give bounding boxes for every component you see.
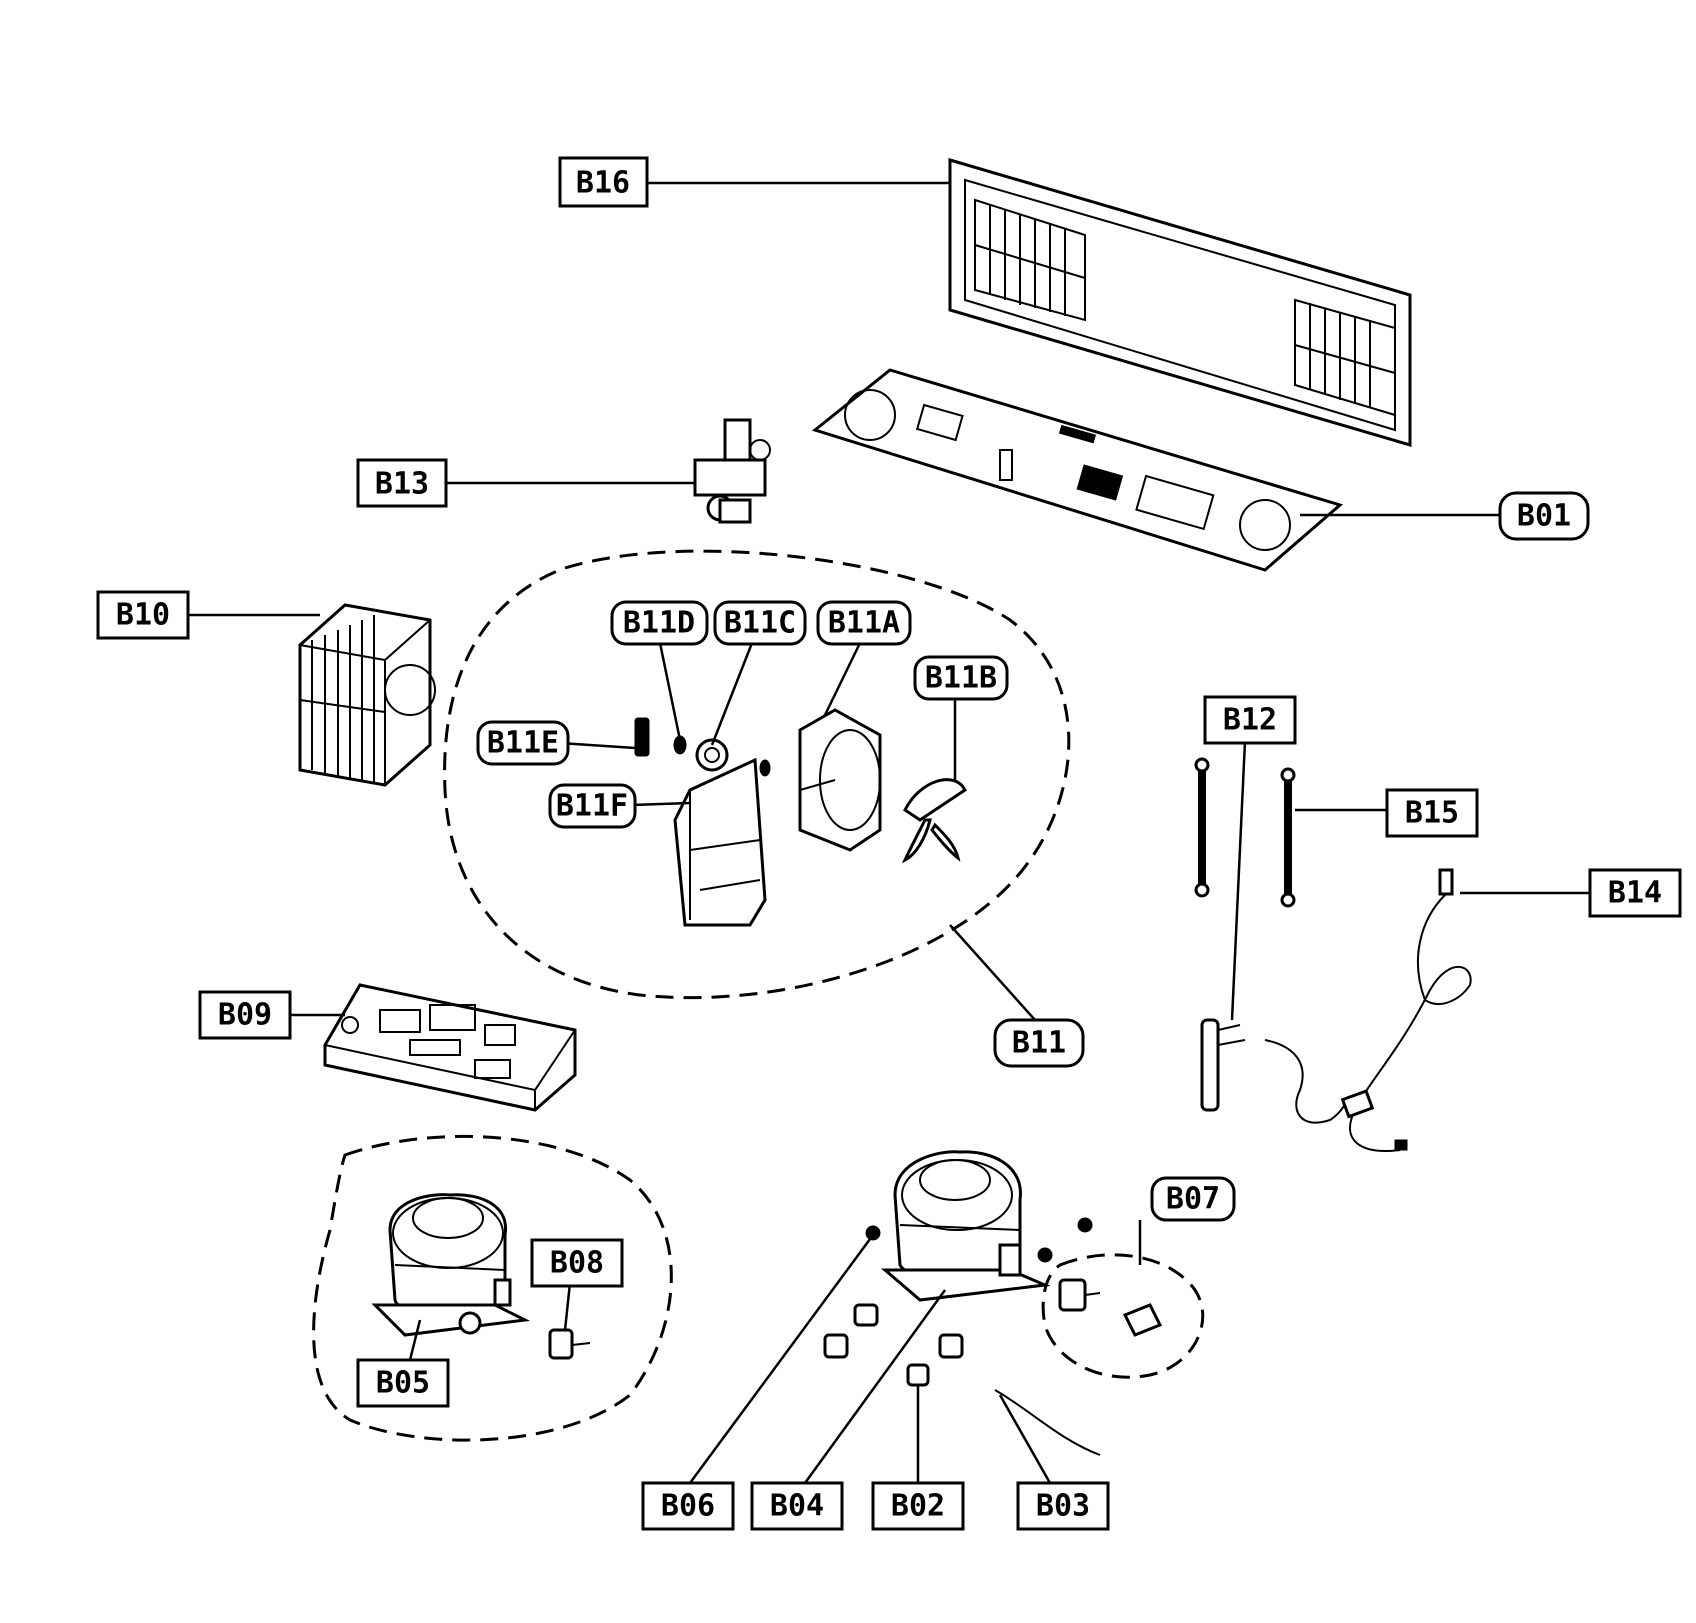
b11a-fan-shroud <box>798 708 882 852</box>
label-b08: B08 <box>530 1238 624 1288</box>
label-b11a: B11A <box>816 600 912 646</box>
svg-text:B06: B06 <box>661 1489 715 1524</box>
leader-b12 <box>1230 740 1247 1021</box>
b16-right-grille <box>1294 298 1396 417</box>
label-b05: B05 <box>356 1358 450 1408</box>
label-b03: B03 <box>1016 1481 1110 1531</box>
label-b11d: B11D <box>610 600 709 646</box>
svg-text:B11: B11 <box>1012 1026 1066 1061</box>
svg-text:B11A: B11A <box>828 606 900 641</box>
leader-b06 <box>688 1234 875 1484</box>
b05-group-outline <box>312 1134 673 1442</box>
svg-text:B14: B14 <box>1608 876 1662 911</box>
svg-text:B13: B13 <box>375 467 429 502</box>
b14-power-cord <box>1264 868 1472 1152</box>
label-b01: B01 <box>1498 491 1590 541</box>
label-b16: B16 <box>558 156 649 208</box>
leader-b04 <box>803 1289 947 1484</box>
svg-text:B11E: B11E <box>487 726 559 761</box>
svg-text:B02: B02 <box>891 1489 945 1524</box>
label-b11b: B11B <box>913 655 1009 701</box>
label-b15: B15 <box>1385 788 1479 838</box>
svg-text:B04: B04 <box>770 1489 824 1524</box>
svg-text:B11C: B11C <box>724 606 796 641</box>
b11b-fan-blade <box>901 778 967 864</box>
svg-text:B07: B07 <box>1166 1182 1220 1217</box>
b16-left-grille <box>974 198 1086 322</box>
label-b09: B09 <box>198 990 292 1040</box>
leader-b11d <box>658 642 682 741</box>
b07-relay <box>1058 1278 1163 1337</box>
b10-condenser <box>298 603 436 787</box>
svg-text:B09: B09 <box>218 998 272 1033</box>
b15-tube <box>1280 767 1296 908</box>
b05-compressor <box>371 1193 531 1337</box>
label-b13: B13 <box>356 458 448 508</box>
label-b02: B02 <box>871 1481 965 1531</box>
label-b11c: B11C <box>713 600 807 646</box>
leader-b11a <box>823 642 862 716</box>
svg-text:B15: B15 <box>1405 796 1459 831</box>
label-b10: B10 <box>96 590 190 640</box>
svg-text:B03: B03 <box>1036 1489 1090 1524</box>
b13-valve <box>693 418 771 524</box>
label-b06: B06 <box>641 1481 735 1531</box>
leader-b05 <box>408 1319 422 1361</box>
leader-b08 <box>563 1282 572 1331</box>
label-b14: B14 <box>1588 868 1682 918</box>
leader-b11f <box>632 801 691 807</box>
b12-sensor <box>1200 1018 1246 1112</box>
svg-text:B05: B05 <box>376 1366 430 1401</box>
label-b11e: B11E <box>476 720 570 766</box>
label-b04: B04 <box>750 1481 844 1531</box>
b11c-motor <box>695 738 771 777</box>
svg-text:B10: B10 <box>116 598 170 633</box>
svg-text:B11B: B11B <box>925 661 997 696</box>
b11f-fan-housing <box>673 757 767 927</box>
leader-b11e <box>559 741 636 750</box>
b11-group-outline <box>443 549 1071 1000</box>
b01-base-plate <box>811 368 1344 572</box>
svg-text:B16: B16 <box>576 166 630 201</box>
b12-tube <box>1194 757 1210 898</box>
leader-b11c <box>710 642 754 746</box>
label-b12: B12 <box>1203 695 1297 745</box>
b09-control-board <box>323 983 577 1112</box>
label-b11f: B11F <box>548 783 637 829</box>
label-b11: B11 <box>993 1018 1085 1068</box>
leader-b03 <box>998 1394 1052 1484</box>
b02-b06-grommets <box>823 1217 1093 1387</box>
b08-relay <box>548 1328 591 1360</box>
svg-text:B01: B01 <box>1517 499 1571 534</box>
svg-text:B11D: B11D <box>623 606 695 641</box>
svg-text:B11F: B11F <box>556 789 628 824</box>
b11e-grommet <box>634 717 650 757</box>
svg-text:B08: B08 <box>550 1246 604 1281</box>
label-b07: B07 <box>1150 1176 1236 1222</box>
svg-text:B12: B12 <box>1223 703 1277 738</box>
b03-pipe <box>994 1389 1101 1456</box>
leader-b11 <box>949 924 1036 1021</box>
b16-panel <box>948 157 1412 448</box>
b07-group-outline <box>1041 1253 1205 1379</box>
b04-compressor <box>880 1150 1051 1302</box>
